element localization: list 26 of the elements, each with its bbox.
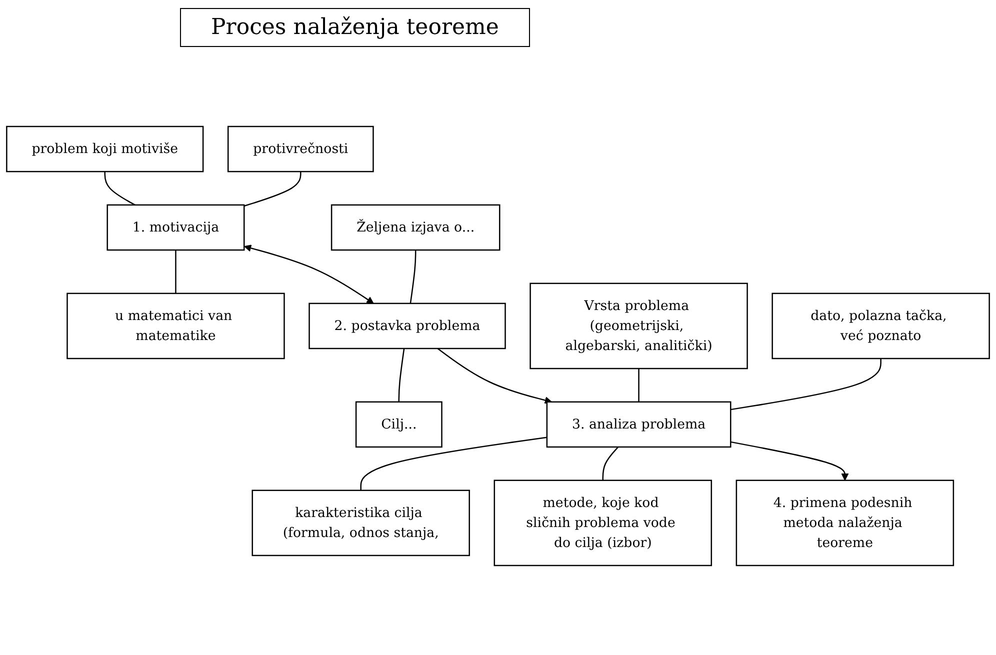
diagram-title: Proces nalaženja teoreme [180, 8, 530, 47]
connector [104, 172, 136, 206]
node-box: metode, koje kod sličnih problema vode do cilja (izbor) [494, 480, 712, 566]
arrow [437, 348, 552, 404]
node-box: dato, polazna tačka, već poznato [772, 292, 990, 360]
connector [360, 436, 548, 490]
connector [410, 250, 416, 304]
node-box: 4. primena podesnih metoda nalaženja teoreme [736, 480, 954, 566]
node-box: 2. postavka problema [308, 302, 506, 350]
connector [602, 446, 619, 480]
arrow [244, 244, 374, 304]
connector [398, 348, 405, 402]
node-box: u matematici van matematike [66, 292, 285, 360]
node-box: 1. motivacija [106, 204, 245, 251]
connector [638, 368, 640, 402]
node-box: Željena izjava o... [330, 204, 500, 251]
node-box: Cilj... [355, 401, 442, 448]
node-box: 3. analiza problema [546, 401, 732, 448]
connector [244, 172, 302, 207]
node-box: protivrečnosti [227, 126, 374, 172]
connector [175, 250, 176, 294]
node-box: problem koji motiviše [6, 126, 204, 172]
connector [730, 358, 882, 410]
node-box: karakteristika cilja (formula, odnos stanja, [252, 490, 470, 556]
arrow [730, 441, 849, 481]
node-box: Vrsta problema (geometrijski, algebarski, analitički) [530, 282, 748, 370]
